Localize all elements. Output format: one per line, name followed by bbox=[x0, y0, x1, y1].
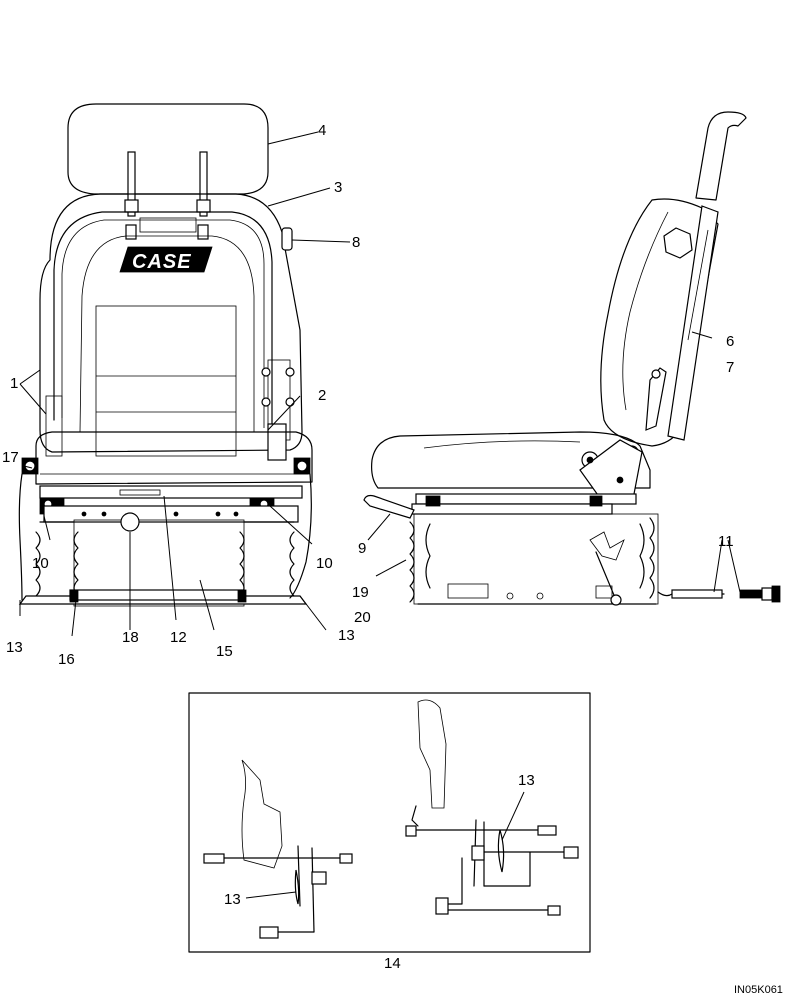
headrest bbox=[67, 103, 269, 195]
seat-rail bbox=[39, 485, 303, 499]
side-bellows-left bbox=[409, 521, 415, 603]
seat-side-view bbox=[363, 111, 781, 606]
side-hinge bbox=[579, 439, 643, 499]
callout-13-front-left: 13 bbox=[6, 639, 23, 656]
detail-left-bracket bbox=[241, 759, 283, 869]
detail-right-belt-column bbox=[417, 699, 447, 809]
callout-13-detail-right: 13 bbox=[518, 772, 535, 789]
side-headrest bbox=[695, 111, 747, 201]
callout-7: 7 bbox=[726, 359, 734, 376]
backrest-panel bbox=[79, 235, 255, 433]
suspension-top-plate bbox=[43, 505, 299, 523]
seat-cushion bbox=[35, 431, 313, 485]
callout-10-right: 10 bbox=[316, 555, 333, 572]
leader-lines bbox=[19, 131, 741, 899]
side-bellows-right bbox=[649, 517, 655, 599]
seat-belt-mount-detail bbox=[188, 692, 591, 953]
side-seat-cushion bbox=[371, 431, 651, 489]
backrest-shell bbox=[39, 193, 303, 453]
case-logo: CASE bbox=[119, 246, 213, 273]
callout-labels: 1 2 3 4 6 7 8 9 10 10 11 12 13 13 13 13 … bbox=[2, 122, 734, 972]
callout-2: 2 bbox=[318, 387, 326, 404]
backrest-frame-tube bbox=[53, 211, 273, 431]
callout-13-front-right: 13 bbox=[338, 627, 355, 644]
callout-1: 1 bbox=[10, 375, 18, 392]
callout-12: 12 bbox=[170, 629, 187, 646]
seat-belt-left bbox=[18, 473, 23, 601]
callout-15: 15 bbox=[216, 643, 233, 660]
recline-knob bbox=[281, 227, 293, 251]
callout-18: 18 bbox=[122, 629, 139, 646]
callout-8: 8 bbox=[352, 234, 360, 251]
suspension-housing bbox=[73, 519, 245, 607]
seat-belt-right bbox=[289, 473, 312, 599]
callout-13-detail-left: 13 bbox=[224, 891, 241, 908]
side-back-panel bbox=[667, 205, 719, 441]
callout-4: 4 bbox=[318, 122, 326, 139]
recline-lever bbox=[645, 367, 667, 431]
callout-14: 14 bbox=[384, 955, 401, 972]
callout-6: 6 bbox=[726, 333, 734, 350]
callout-9: 9 bbox=[358, 540, 366, 557]
side-recline-knob bbox=[663, 227, 693, 259]
detail-right-belt bbox=[497, 829, 505, 873]
callout-16: 16 bbox=[58, 651, 75, 668]
backrest-side-brackets bbox=[45, 359, 295, 461]
headrest-posts bbox=[124, 151, 211, 240]
wire-harness bbox=[657, 585, 781, 603]
detail-frame bbox=[188, 692, 591, 953]
fore-aft-lever bbox=[363, 494, 415, 519]
image-code: IN05K061 bbox=[734, 984, 783, 996]
case-logo-text: CASE bbox=[132, 251, 192, 273]
seat-front-view: CASE bbox=[18, 103, 313, 607]
callout-11: 11 bbox=[718, 533, 734, 550]
bellows-right bbox=[239, 521, 295, 597]
callout-3: 3 bbox=[334, 179, 342, 196]
detail-left-belt bbox=[294, 869, 300, 905]
side-scissor-link bbox=[589, 531, 625, 561]
weight-adjust-knob bbox=[120, 512, 140, 532]
callout-20: 20 bbox=[354, 609, 371, 626]
side-seat-rail bbox=[415, 493, 637, 505]
side-suspension-housing bbox=[413, 513, 659, 605]
callout-19: 19 bbox=[352, 584, 369, 601]
callout-17: 17 bbox=[2, 449, 19, 466]
callout-10-left: 10 bbox=[32, 555, 49, 572]
